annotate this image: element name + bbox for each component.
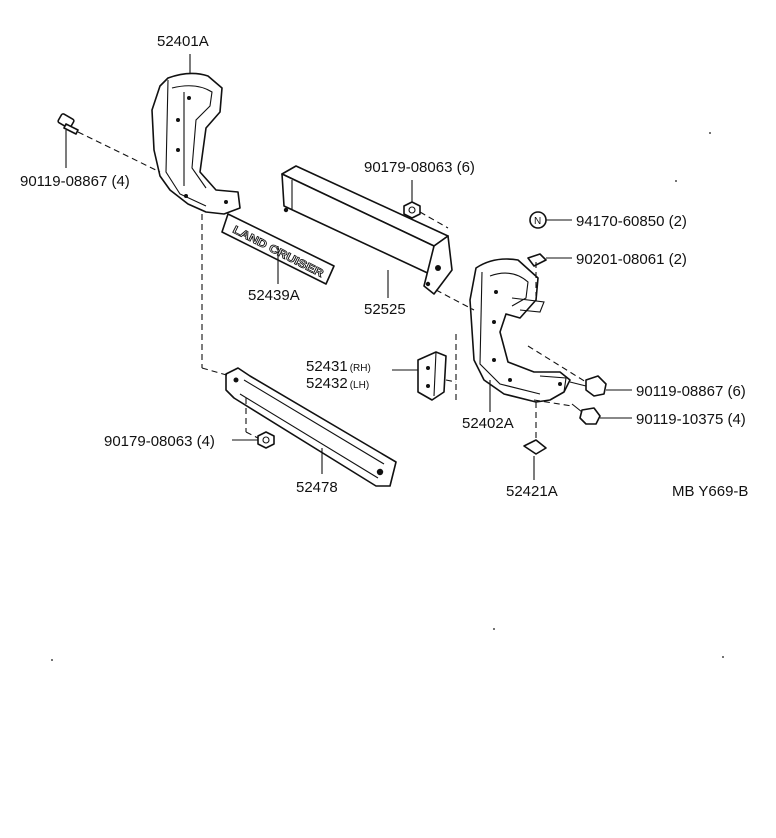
- bolt-right-upper-icon[interactable]: [569, 375, 607, 397]
- label-52401A: 52401A: [157, 33, 209, 50]
- leader-lines: [65, 54, 632, 480]
- bumper-end-right[interactable]: [469, 258, 571, 403]
- label-90119-08867-6: 90119-08867 (6): [636, 383, 746, 400]
- cross-member-lower[interactable]: [225, 367, 397, 487]
- label-52478: 52478: [296, 479, 338, 496]
- alignment-dashes: [77, 131, 587, 440]
- cross-member-upper[interactable]: [281, 165, 453, 295]
- label-52402A: 52402A: [462, 415, 514, 432]
- label-90179-08063-6: 90179-08063 (6): [364, 159, 475, 176]
- label-52431: 52431(RH): [306, 358, 371, 375]
- label-52432: 52432(LH): [306, 375, 369, 392]
- bolt-left-upper-icon[interactable]: [57, 113, 79, 135]
- label-52525: 52525: [364, 301, 406, 318]
- label-90119-10375: 90119-10375 (4): [636, 411, 746, 428]
- part-labels: 52401A 90119-08867 (4) 90179-08063 (6) 9…: [20, 33, 748, 500]
- bumper-bracket[interactable]: [417, 351, 447, 401]
- label-90201-08061: 90201-08061 (2): [576, 251, 687, 268]
- label-94170-60850: 94170-60850 (2): [576, 213, 687, 230]
- new-part-mark: N: [534, 216, 541, 227]
- bolt-right-lower-icon[interactable]: [571, 403, 601, 425]
- clip-new-part-icon[interactable]: N: [529, 211, 547, 229]
- nut-lower-icon[interactable]: [257, 431, 275, 449]
- label-52421A: 52421A: [506, 483, 558, 500]
- label-90179-08063-4: 90179-08063 (4): [104, 433, 215, 450]
- label-52439A: 52439A: [248, 287, 300, 304]
- bumper-end-left[interactable]: [151, 72, 241, 215]
- nut-plate-icon[interactable]: [523, 439, 547, 455]
- diagram-code: MB Y669-B: [672, 483, 748, 500]
- scan-specks: [51, 132, 724, 661]
- nut-center-icon[interactable]: [403, 201, 421, 219]
- washer-upper-icon[interactable]: [527, 253, 547, 267]
- label-90119-08867-4: 90119-08867 (4): [20, 173, 130, 190]
